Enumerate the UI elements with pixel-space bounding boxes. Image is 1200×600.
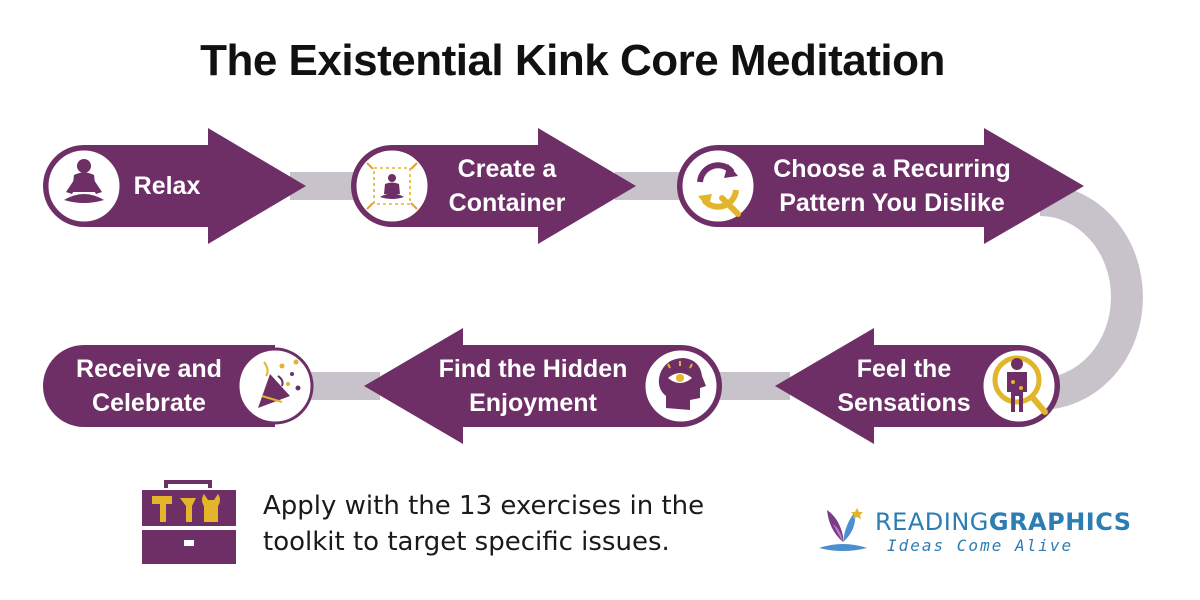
- brand-name-bold: GRAPHICS: [988, 508, 1132, 536]
- brand-logo: READINGGRAPHICS Ideas Come Alive: [815, 502, 1131, 562]
- brand-tagline: Ideas Come Alive: [887, 536, 1074, 555]
- step-choose-pattern: [677, 128, 1084, 244]
- step-relax: [43, 128, 306, 244]
- party-popper-icon: [258, 359, 301, 408]
- step-create-container: [351, 128, 636, 244]
- mind-eye-icon: [658, 358, 706, 410]
- butterfly-book-icon: [819, 508, 867, 551]
- brand-name: READINGGRAPHICS: [875, 508, 1132, 536]
- step-feel-sensations: [775, 328, 1060, 444]
- container-icon: [366, 162, 418, 210]
- page-title: The Existential Kink Core Meditation: [200, 36, 945, 85]
- step-find-enjoyment: [364, 328, 722, 444]
- body-scan-icon: [992, 355, 1048, 415]
- toolkit-note: Apply with the 13 exercises in the toolk…: [263, 491, 705, 557]
- brand-name-light: READING: [875, 508, 989, 536]
- recurring-search-icon: [697, 162, 741, 217]
- step-receive-celebrate: [43, 345, 314, 427]
- meditation-icon: [64, 159, 104, 203]
- toolbox-icon: [142, 480, 236, 564]
